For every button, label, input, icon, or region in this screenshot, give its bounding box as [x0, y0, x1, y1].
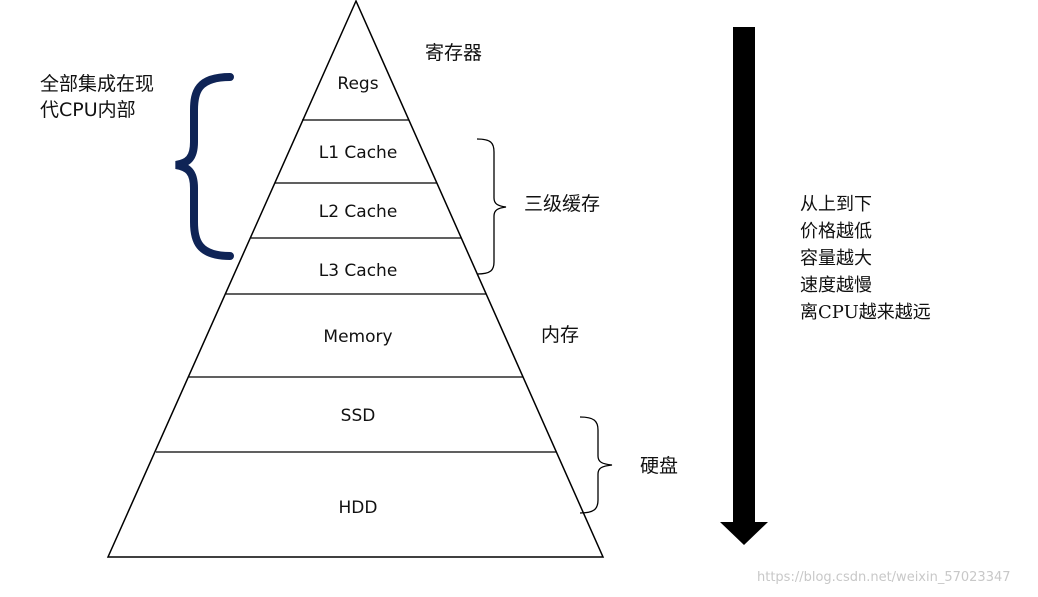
- level-label-l3-cache: L3 Cache: [319, 261, 398, 281]
- trend-note-line: 容量越大: [800, 248, 872, 269]
- trend-notes: 从上到下 价格越低 容量越大 速度越慢 离CPU越来越远: [800, 191, 931, 326]
- level-label-l2-cache: L2 Cache: [319, 202, 398, 222]
- trend-note-line: 价格越低: [800, 221, 872, 242]
- level-label-ssd: SSD: [341, 406, 376, 426]
- integrated-note-line-1: 全部集成在现: [40, 73, 155, 95]
- level-label-hdd: HDD: [339, 498, 378, 518]
- left-curly-brace: [175, 73, 234, 260]
- watermark: https://blog.csdn.net/weixin_57023347: [757, 570, 1011, 585]
- disk-bracket: [579, 416, 613, 514]
- trend-note-line: 速度越慢: [800, 275, 872, 296]
- integrated-in-cpu-note: 全部集成在现 代CPU内部: [40, 71, 154, 123]
- level-label-regs: Regs: [337, 74, 378, 94]
- trend-arrow-shaft: [733, 27, 755, 523]
- trend-note-line: 从上到下: [800, 194, 872, 215]
- level-label-memory: Memory: [323, 327, 392, 347]
- memory-note: 内存: [541, 324, 580, 346]
- registers-note: 寄存器: [425, 42, 483, 64]
- cache-bracket: [476, 138, 507, 275]
- integrated-note-line-2: 代CPU内部: [40, 99, 136, 121]
- pyramid-outline: [106, 0, 605, 558]
- level-label-l1-cache: L1 Cache: [319, 143, 398, 163]
- disk-note: 硬盘: [640, 455, 679, 477]
- trend-arrow-head: [720, 522, 768, 545]
- trend-note-line: 离CPU越来越远: [800, 302, 931, 323]
- three-level-cache-note: 三级缓存: [524, 193, 601, 215]
